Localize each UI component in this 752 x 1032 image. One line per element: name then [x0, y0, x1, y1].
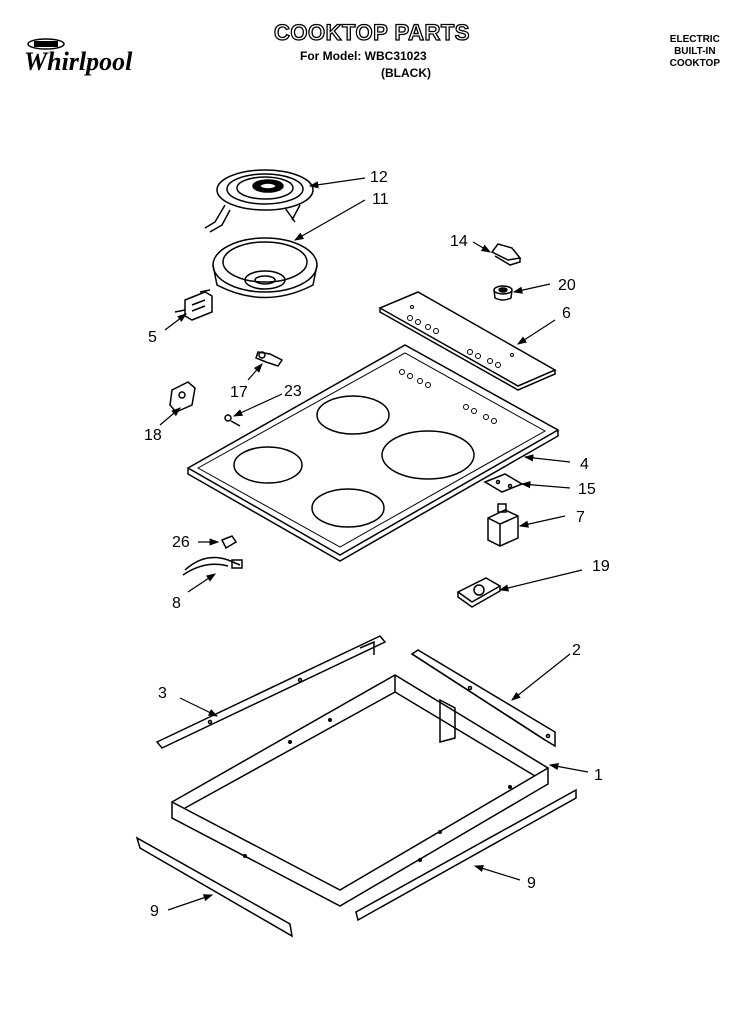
main-top — [186, 344, 560, 562]
callout-1: 1 — [594, 767, 603, 784]
screw — [224, 414, 241, 427]
control-knob — [490, 243, 522, 266]
callout-18: 18 — [144, 427, 162, 444]
spring-clip — [255, 351, 284, 367]
product-type-line-3: COOKTOP — [669, 58, 720, 69]
product-type-line-1: ELECTRIC — [669, 34, 720, 45]
callout-14: 14 — [450, 233, 468, 250]
callout-20: 20 — [558, 277, 576, 294]
frame-tray — [170, 674, 550, 907]
side-trim — [155, 635, 387, 749]
front-trim-right — [355, 788, 577, 922]
callout-23: 23 — [284, 383, 302, 400]
infinite-switch — [487, 503, 519, 547]
drip-bowl — [212, 237, 318, 299]
wire-connector — [220, 535, 238, 550]
product-type: ELECTRIC BUILT-IN COOKTOP — [670, 34, 720, 70]
control-panel — [378, 291, 557, 391]
callout-12: 12 — [370, 169, 388, 186]
callout-5: 5 — [148, 329, 157, 346]
terminal-block — [174, 289, 213, 321]
callout-9-left: 9 — [150, 903, 159, 920]
brand-logo-text: Whirlpool — [24, 47, 133, 76]
callout-8: 8 — [172, 595, 181, 612]
product-type-line-2: BUILT-IN — [674, 46, 716, 57]
whirlpool-logo: Whirlpool — [22, 36, 152, 81]
wire-harness — [182, 556, 243, 576]
callout-11: 11 — [372, 191, 389, 208]
front-trim-left — [135, 836, 294, 938]
rear-trim — [410, 649, 556, 748]
surface-element — [204, 169, 314, 233]
callout-17: 17 — [230, 384, 248, 401]
callout-9-right: 9 — [527, 875, 536, 892]
model-line: For Model: WBC31023 — [300, 49, 427, 63]
receptacle — [456, 577, 502, 608]
mounting-bracket — [169, 381, 196, 413]
color-line: (BLACK) — [381, 66, 431, 80]
callout-4: 4 — [580, 456, 589, 473]
page-title: COOKTOP PARTS — [273, 19, 470, 45]
knob-seat — [493, 285, 513, 301]
callout-6: 6 — [562, 305, 571, 322]
callout-7: 7 — [576, 509, 585, 526]
switch-plate — [483, 473, 524, 493]
callout-15: 15 — [578, 481, 596, 498]
callout-19: 19 — [592, 558, 610, 575]
callout-26: 26 — [172, 534, 190, 551]
callout-2: 2 — [572, 642, 581, 659]
callout-3: 3 — [158, 685, 167, 702]
